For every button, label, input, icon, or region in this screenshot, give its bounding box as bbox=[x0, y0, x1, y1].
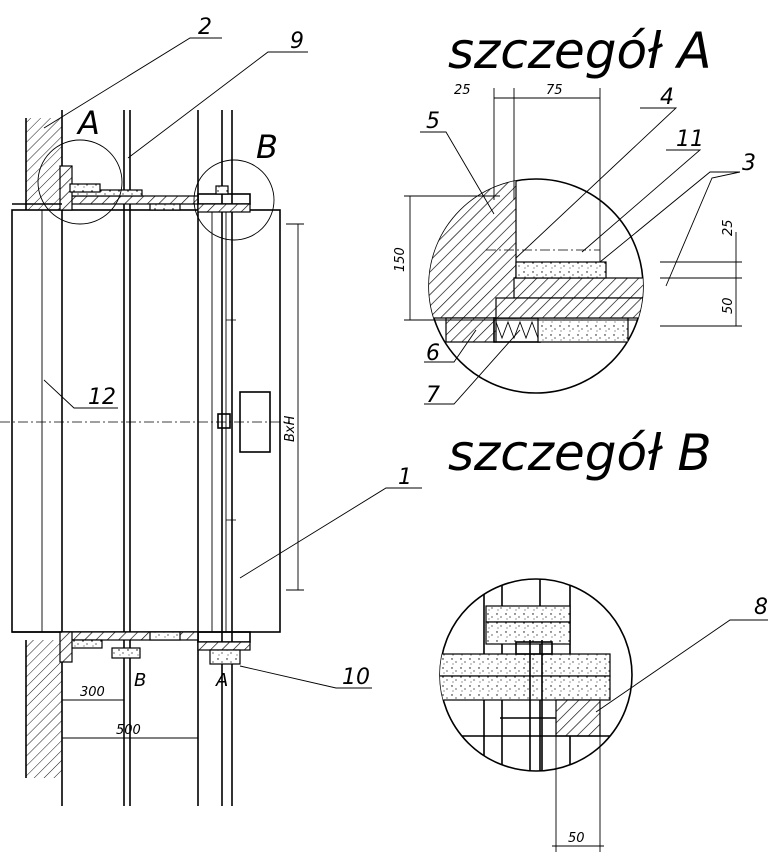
callout-12: 12 bbox=[88, 385, 116, 410]
dim-a-25-right: 25 bbox=[721, 219, 736, 236]
callout-3: 3 bbox=[742, 151, 756, 176]
callout-7: 7 bbox=[426, 383, 440, 408]
marker-b: B bbox=[256, 128, 278, 166]
callout-11: 11 bbox=[676, 127, 704, 152]
marker-a: A bbox=[76, 104, 100, 142]
callout-2: 2 bbox=[198, 15, 212, 40]
dim-a-150: 150 bbox=[393, 247, 408, 272]
marker-a-bottom: A bbox=[215, 670, 228, 691]
callout-5: 5 bbox=[426, 109, 440, 134]
dim-b-50: 50 bbox=[568, 831, 585, 846]
detail-circle-b bbox=[193, 159, 275, 241]
detail-b bbox=[439, 578, 768, 852]
callout-4: 4 bbox=[660, 85, 674, 110]
callout-1: 1 bbox=[398, 465, 412, 490]
detail-circle-a bbox=[37, 139, 123, 225]
callout-8: 8 bbox=[754, 595, 768, 620]
dim-a-25-top: 25 bbox=[454, 83, 471, 98]
wall-upper bbox=[26, 118, 62, 210]
title-detail-a: szczegół A bbox=[448, 22, 712, 80]
callout-9: 9 bbox=[290, 29, 304, 54]
dim-a-75: 75 bbox=[546, 83, 563, 98]
title-detail-b: szczegół B bbox=[448, 424, 712, 482]
callout-10: 10 bbox=[342, 665, 370, 690]
dim-bxh: BxH bbox=[283, 415, 298, 442]
callout-6: 6 bbox=[426, 341, 440, 366]
dim-300: 300 bbox=[80, 685, 105, 700]
main-view bbox=[0, 37, 422, 806]
marker-b-bottom: B bbox=[134, 670, 146, 691]
dim-a-50-right: 50 bbox=[721, 297, 736, 314]
wall-lower bbox=[26, 640, 62, 778]
dim-500: 500 bbox=[116, 723, 141, 738]
